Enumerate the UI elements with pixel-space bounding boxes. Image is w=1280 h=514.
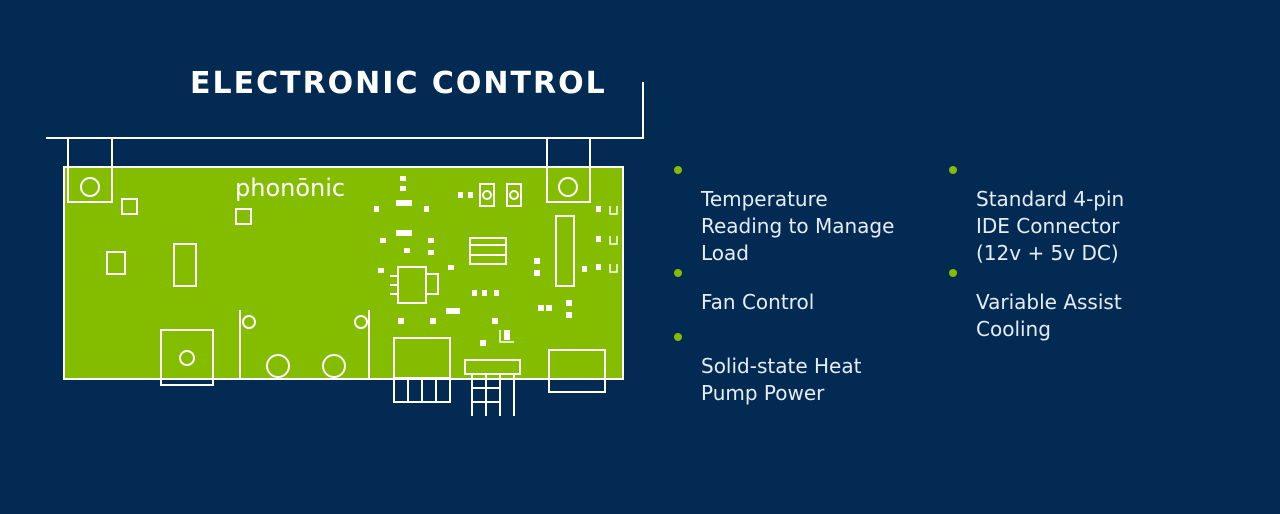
mount-hole-left — [80, 177, 100, 197]
smd-outline-parts — [499, 206, 618, 343]
brand-logo: phonōnic — [235, 174, 345, 202]
smd-parts — [374, 176, 601, 346]
ic-chip — [469, 237, 507, 265]
pcb-board — [63, 166, 624, 380]
section-title: ELECTRONIC CONTROL — [190, 66, 607, 101]
pin-header — [464, 359, 521, 375]
dc-jack — [160, 329, 214, 386]
ide-connector — [548, 349, 606, 393]
mount-hole-right — [558, 177, 578, 197]
board-components — [67, 167, 606, 416]
